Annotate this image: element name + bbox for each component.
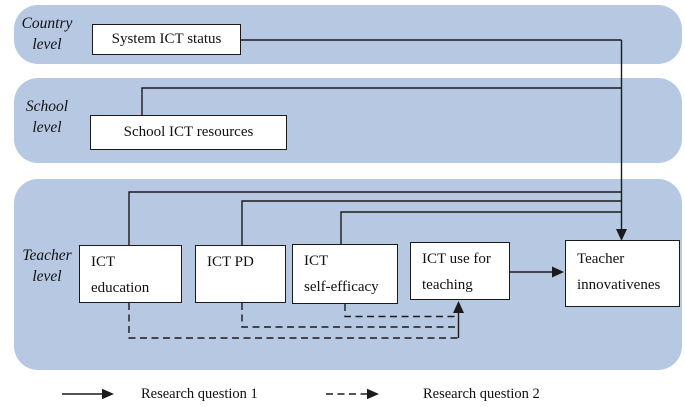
arrowhead-into-innovativeness-left — [552, 266, 564, 278]
arrow-school-ict-to-innovativeness — [141, 87, 622, 115]
ict-pd-label: ICT PD — [207, 254, 254, 270]
teacher-innovativeness-label-line2: innovativenes — [577, 277, 661, 293]
ict-use-for-teaching-label-line1: ICT use for — [422, 251, 491, 267]
arrowhead-into-ict-use-bottom — [453, 301, 464, 313]
teacher-innovativeness-box: Teacher innovativenes — [565, 240, 680, 307]
ict-pd-box: ICT PD — [195, 245, 286, 303]
country-level-label: Country level — [14, 13, 80, 55]
school-ict-resources-label: School ICT resources — [123, 124, 254, 140]
system-ict-status-label: System ICT status — [111, 31, 222, 47]
ict-self-efficacy-label-line2: self-efficacy — [304, 279, 379, 295]
dashed-arrow-ict-education-to-ict-use — [128, 303, 459, 339]
legend-rq1-arrowhead — [102, 388, 114, 400]
ict-education-box: ICT education — [79, 245, 182, 303]
arrow-ict-education-to-innovativeness — [128, 191, 622, 245]
country-level-label-line1: Country — [21, 15, 73, 32]
ict-use-for-teaching-label-line2: teaching — [422, 277, 473, 293]
ict-self-efficacy-box: ICT self-efficacy — [292, 244, 398, 304]
dashed-arrow-ict-self-efficacy-to-ict-use — [344, 304, 458, 318]
school-ict-resources-box: School ICT resources — [90, 115, 287, 150]
school-level-label-line1: School — [25, 98, 69, 115]
teacher-innovativeness-label-line1: Teacher — [577, 251, 625, 267]
country-level-label-line2: level — [32, 36, 62, 53]
ict-education-label-line2: education — [91, 280, 150, 296]
teacher-level-label-line2: level — [32, 268, 62, 285]
arrowhead-into-innovativeness-top — [616, 229, 627, 241]
teacher-level-label: Teacher level — [14, 245, 80, 287]
ict-use-for-teaching-box: ICT use for teaching — [410, 242, 510, 300]
arrow-ict-pd-to-innovativeness — [241, 200, 622, 245]
ict-self-efficacy-label-line1: ICT — [304, 253, 329, 269]
system-ict-status-box: System ICT status — [92, 24, 241, 55]
dashed-arrow-ict-pd-to-ict-use — [241, 303, 459, 328]
arrow-ict-self-efficacy-to-innovativeness — [340, 211, 622, 244]
ict-education-label-line1: ICT — [91, 254, 116, 270]
teacher-level-label-line1: Teacher — [22, 247, 72, 264]
school-level-label-line2: level — [32, 119, 62, 136]
school-level-label: School level — [14, 96, 80, 138]
legend-rq1-label: Research question 1 — [141, 386, 258, 402]
legend-rq2-arrowhead — [367, 388, 379, 400]
legend-rq2-label: Research question 2 — [423, 386, 540, 402]
